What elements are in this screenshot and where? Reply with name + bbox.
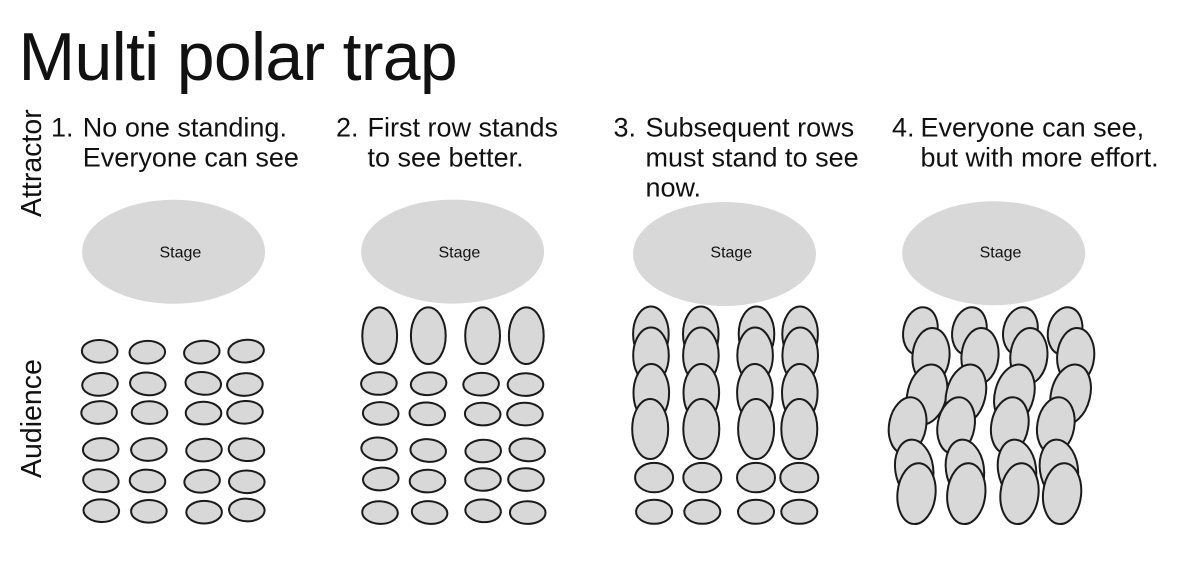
svg-text:Attractor: Attractor [16,109,48,217]
svg-text:1.: 1. [51,112,74,142]
svg-text:but with more effort.: but with more effort. [921,143,1159,173]
svg-text:Subsequent rows: Subsequent rows [646,112,855,142]
svg-text:Multi polar trap: Multi polar trap [19,19,458,95]
svg-text:Everyone can see,: Everyone can see, [921,112,1145,142]
svg-text:Stage: Stage [438,245,480,262]
svg-text:First row stands: First row stands [368,112,559,142]
svg-text:No one standing.: No one standing. [83,112,287,142]
svg-text:4.: 4. [892,112,915,142]
svg-text:Stage: Stage [159,245,201,262]
svg-text:Everyone can see: Everyone can see [83,143,299,173]
svg-text:2.: 2. [336,112,359,142]
svg-text:to see better.: to see better. [368,143,524,173]
svg-text:Audience: Audience [16,359,48,478]
svg-text:must stand to see: must stand to see [646,143,859,173]
svg-text:Stage: Stage [980,245,1022,262]
svg-text:3.: 3. [614,112,637,142]
svg-text:Stage: Stage [710,245,752,262]
svg-text:now.: now. [646,173,702,203]
